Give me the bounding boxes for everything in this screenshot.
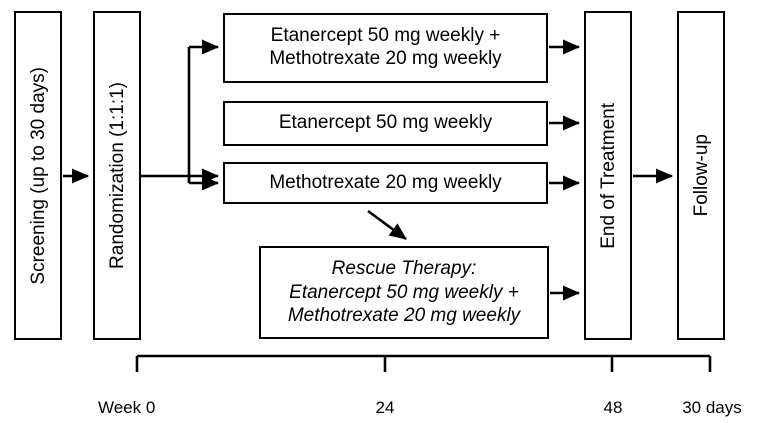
timeline-label-1-line1: 24 <box>375 397 395 417</box>
stage-label-randomization: Randomization (1:1:1) <box>106 82 128 269</box>
treatment-arm-label-2: Etanercept 50 mg weekly <box>278 112 493 134</box>
timeline-label-0: Week 0 (Day 1) <box>98 374 198 423</box>
rescue-therapy-box: Rescue Therapy: Etanercept 50 mg weekly … <box>259 246 549 339</box>
treatment-arm-box-3: Methotrexate 20 mg weekly <box>223 162 548 204</box>
stage-label-follow-up: Follow-up <box>690 134 712 217</box>
treatment-arm-label-3: Methotrexate 20 mg weekly <box>269 171 502 193</box>
arrow-arm-3-to-rescue <box>367 209 407 241</box>
timeline-label-3: 30 days End of study <box>655 374 769 423</box>
timeline-axis <box>135 354 712 372</box>
stage-box-end-of-treatment: End of Treatment <box>584 11 632 340</box>
timeline-label-3-line1: 30 days <box>682 397 742 417</box>
stage-label-end-of-treatment: End of Treatment <box>597 102 619 249</box>
stage-label-screening: Screening (up to 30 days) <box>27 66 49 285</box>
rescue-therapy-label: Rescue Therapy: Etanercept 50 mg weekly … <box>287 257 521 327</box>
timeline-label-1: 24 weeks <box>335 374 435 423</box>
treatment-arm-label-1: Etanercept 50 mg weekly + Methotrexate 2… <box>269 25 502 69</box>
timeline-label-2-line1: 48 <box>603 397 623 417</box>
treatment-arm-box-1: Etanercept 50 mg weekly + Methotrexate 2… <box>223 13 548 83</box>
stage-box-randomization: Randomization (1:1:1) <box>93 11 141 340</box>
stage-box-follow-up: Follow-up <box>677 11 725 340</box>
timeline-label-2: 48 weeks <box>563 374 663 423</box>
stage-box-screening: Screening (up to 30 days) <box>14 11 62 340</box>
timeline-label-0-line1: Week 0 <box>98 397 156 417</box>
treatment-arm-box-2: Etanercept 50 mg weekly <box>223 101 548 146</box>
